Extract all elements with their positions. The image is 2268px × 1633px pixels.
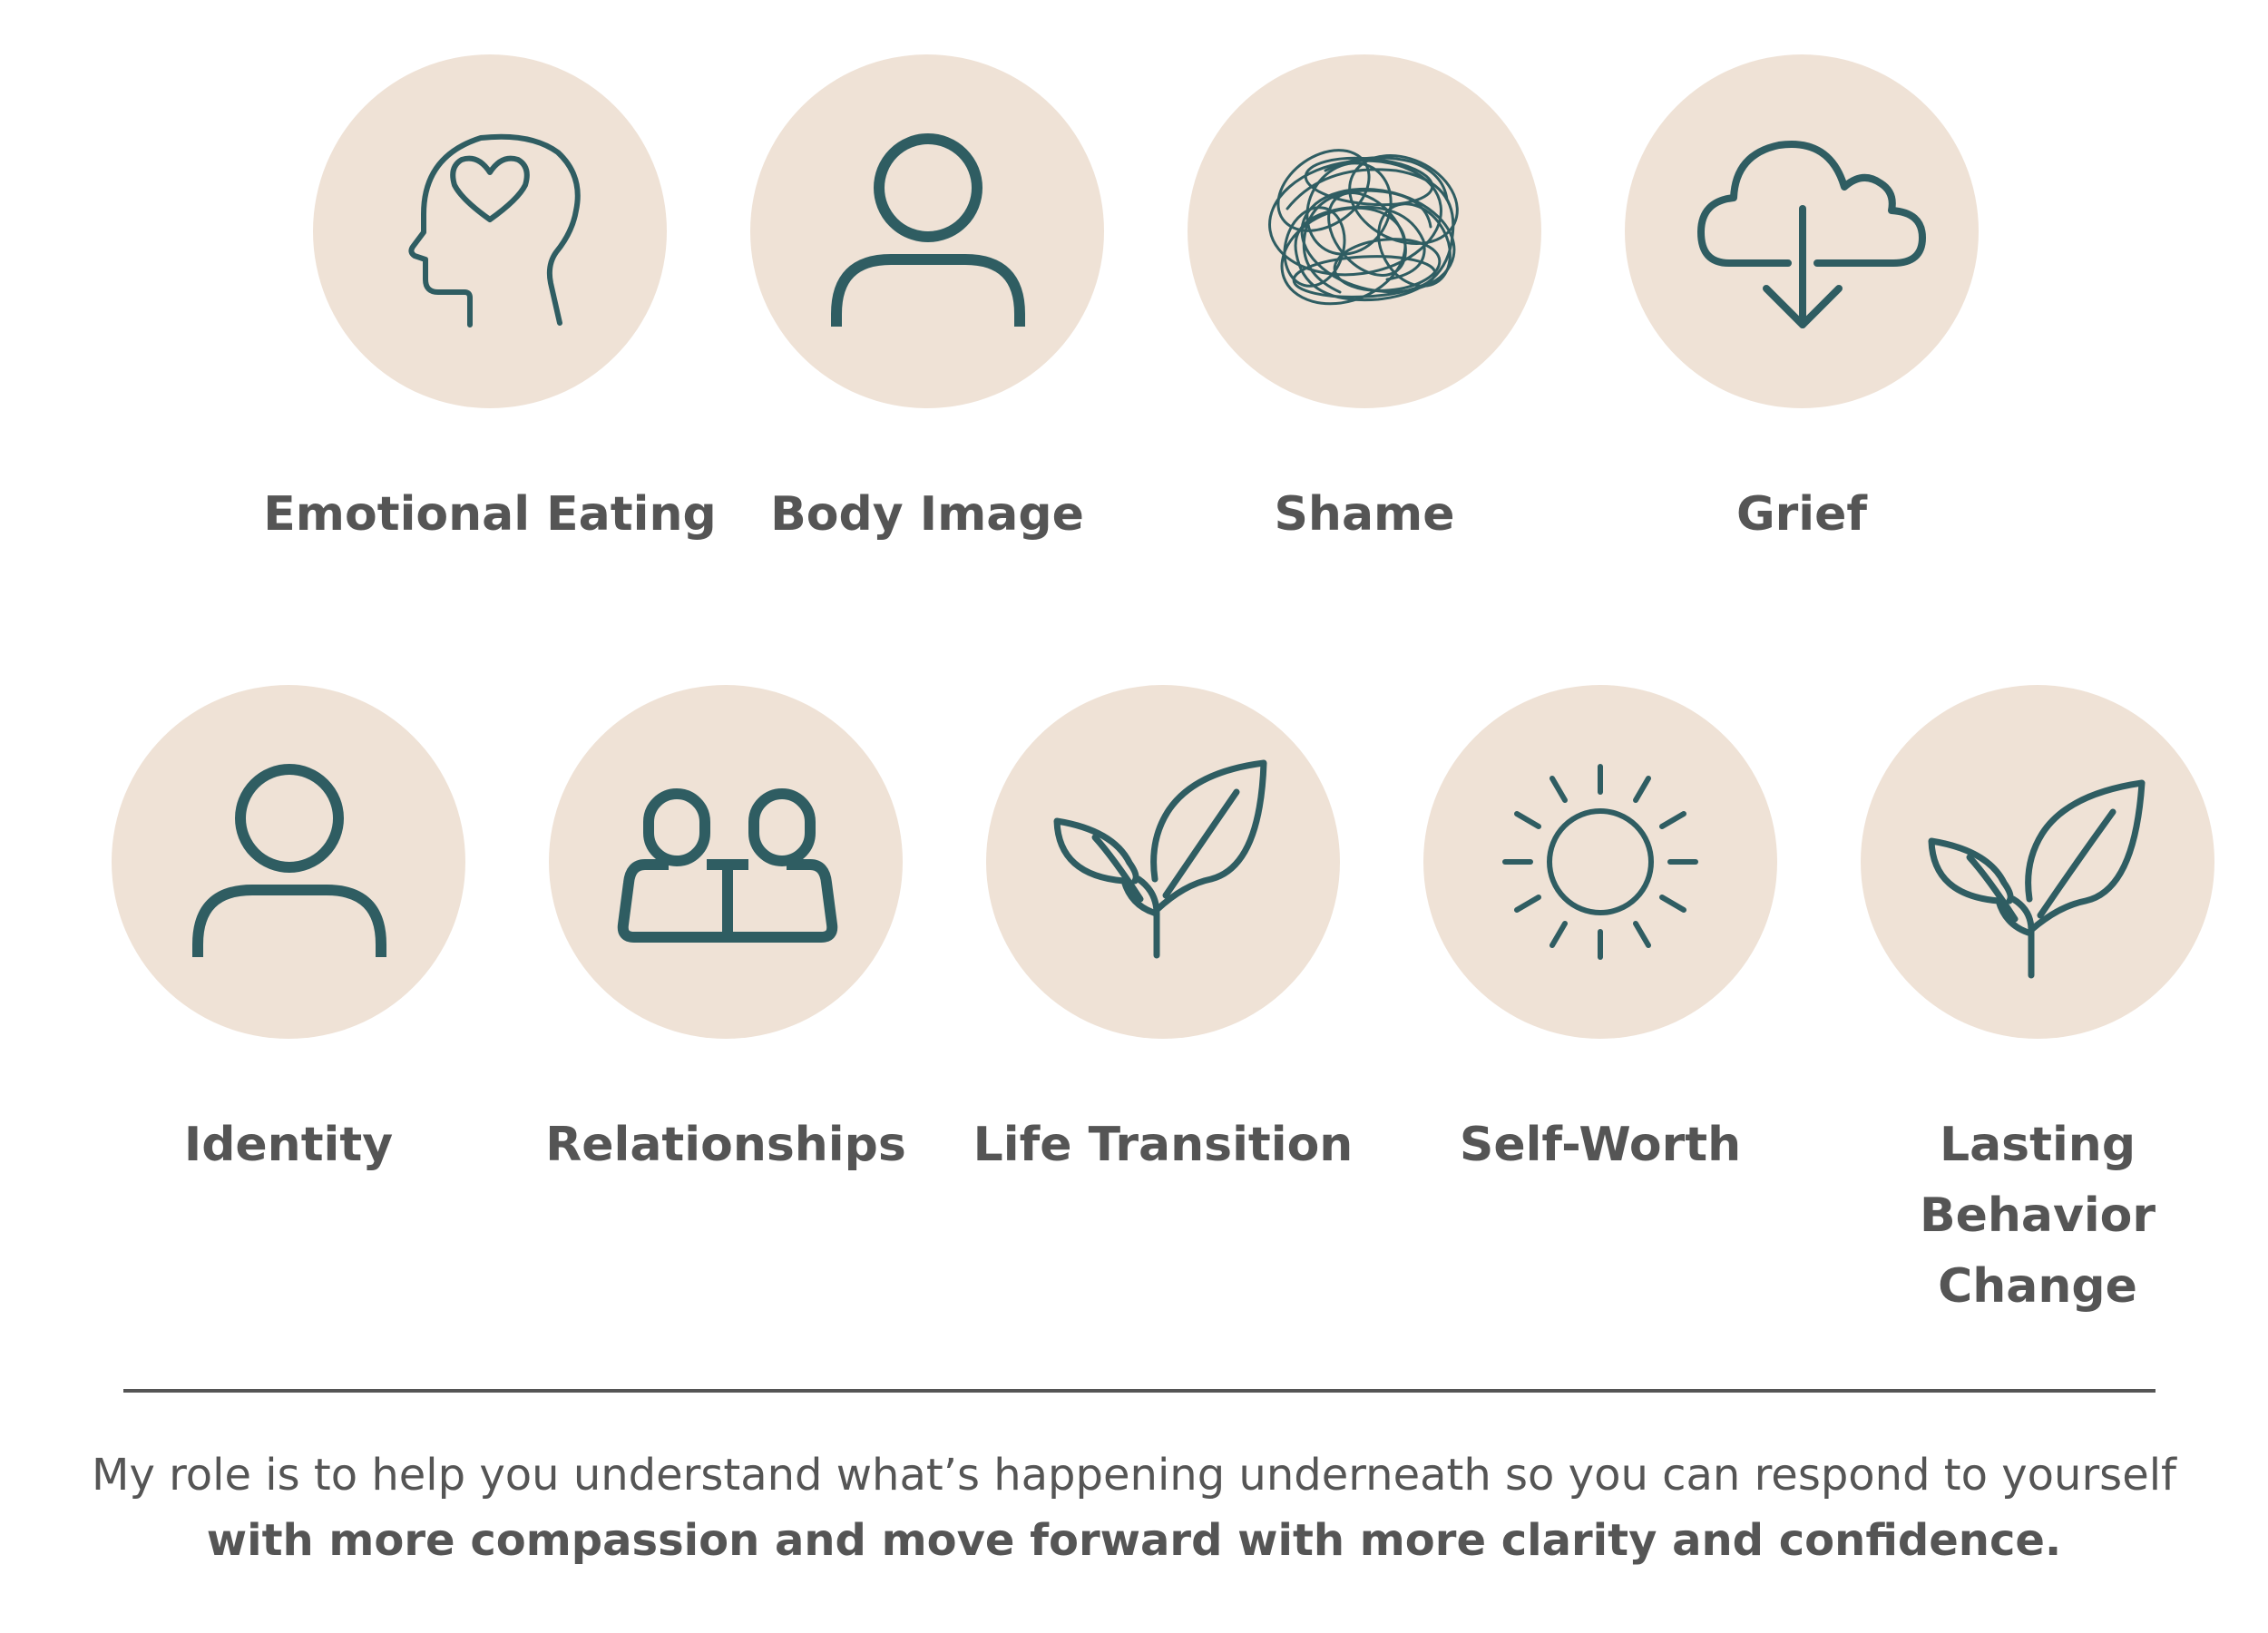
topic-label: Body Image [770, 487, 1084, 542]
topic-shame: Shame [1183, 54, 1546, 542]
icon-circle [1625, 54, 1979, 408]
two-people-icon [617, 788, 838, 943]
icon-circle [750, 54, 1104, 408]
topic-grief: Grief [1620, 54, 1983, 542]
icon-circle [313, 54, 667, 408]
topic-life-transition: Life Transition [973, 685, 1353, 1172]
caption-line-1: My role is to help you understand what’s… [92, 1450, 2176, 1501]
topic-label: Identity [183, 1118, 394, 1172]
topic-label: Life Transition [973, 1118, 1354, 1172]
head-heart-icon [408, 133, 581, 328]
topic-label: Self-Worth [1459, 1118, 1742, 1172]
icon-circle [549, 685, 903, 1039]
sun-icon [1502, 764, 1698, 960]
topic-self-worth: Self-Worth [1419, 685, 1782, 1172]
topic-relationships: Relationships [544, 685, 907, 1172]
sprout-icon [1053, 759, 1267, 959]
icon-circle [1861, 685, 2214, 1039]
person-icon [831, 133, 1025, 327]
topic-identity: Identity [107, 685, 470, 1172]
icon-circle [986, 685, 1340, 1039]
cloud-download-icon [1697, 141, 1926, 328]
topic-lasting-behavior-change: Lasting Behavior Change [1856, 685, 2219, 1314]
topic-label: Relationships [545, 1118, 906, 1172]
tangled-scribble-icon [1268, 149, 1459, 306]
topic-label: Grief [1735, 487, 1868, 542]
topic-label: Lasting Behavior Change [1919, 1118, 2156, 1314]
icon-circle [1423, 685, 1777, 1039]
topic-label: Shame [1274, 487, 1455, 542]
icon-circle [112, 685, 465, 1039]
icon-circle [1188, 54, 1541, 408]
caption: My role is to help you understand what’s… [0, 1442, 2268, 1573]
topic-emotional-eating: Emotional Eating [263, 54, 717, 542]
caption-line-2: with more compassion and move forward wi… [206, 1515, 2062, 1566]
person-icon [192, 764, 386, 957]
divider [123, 1389, 2156, 1393]
topic-body-image: Body Image [746, 54, 1109, 542]
sprout-icon [1928, 779, 2146, 979]
topic-label: Emotional Eating [263, 487, 717, 542]
